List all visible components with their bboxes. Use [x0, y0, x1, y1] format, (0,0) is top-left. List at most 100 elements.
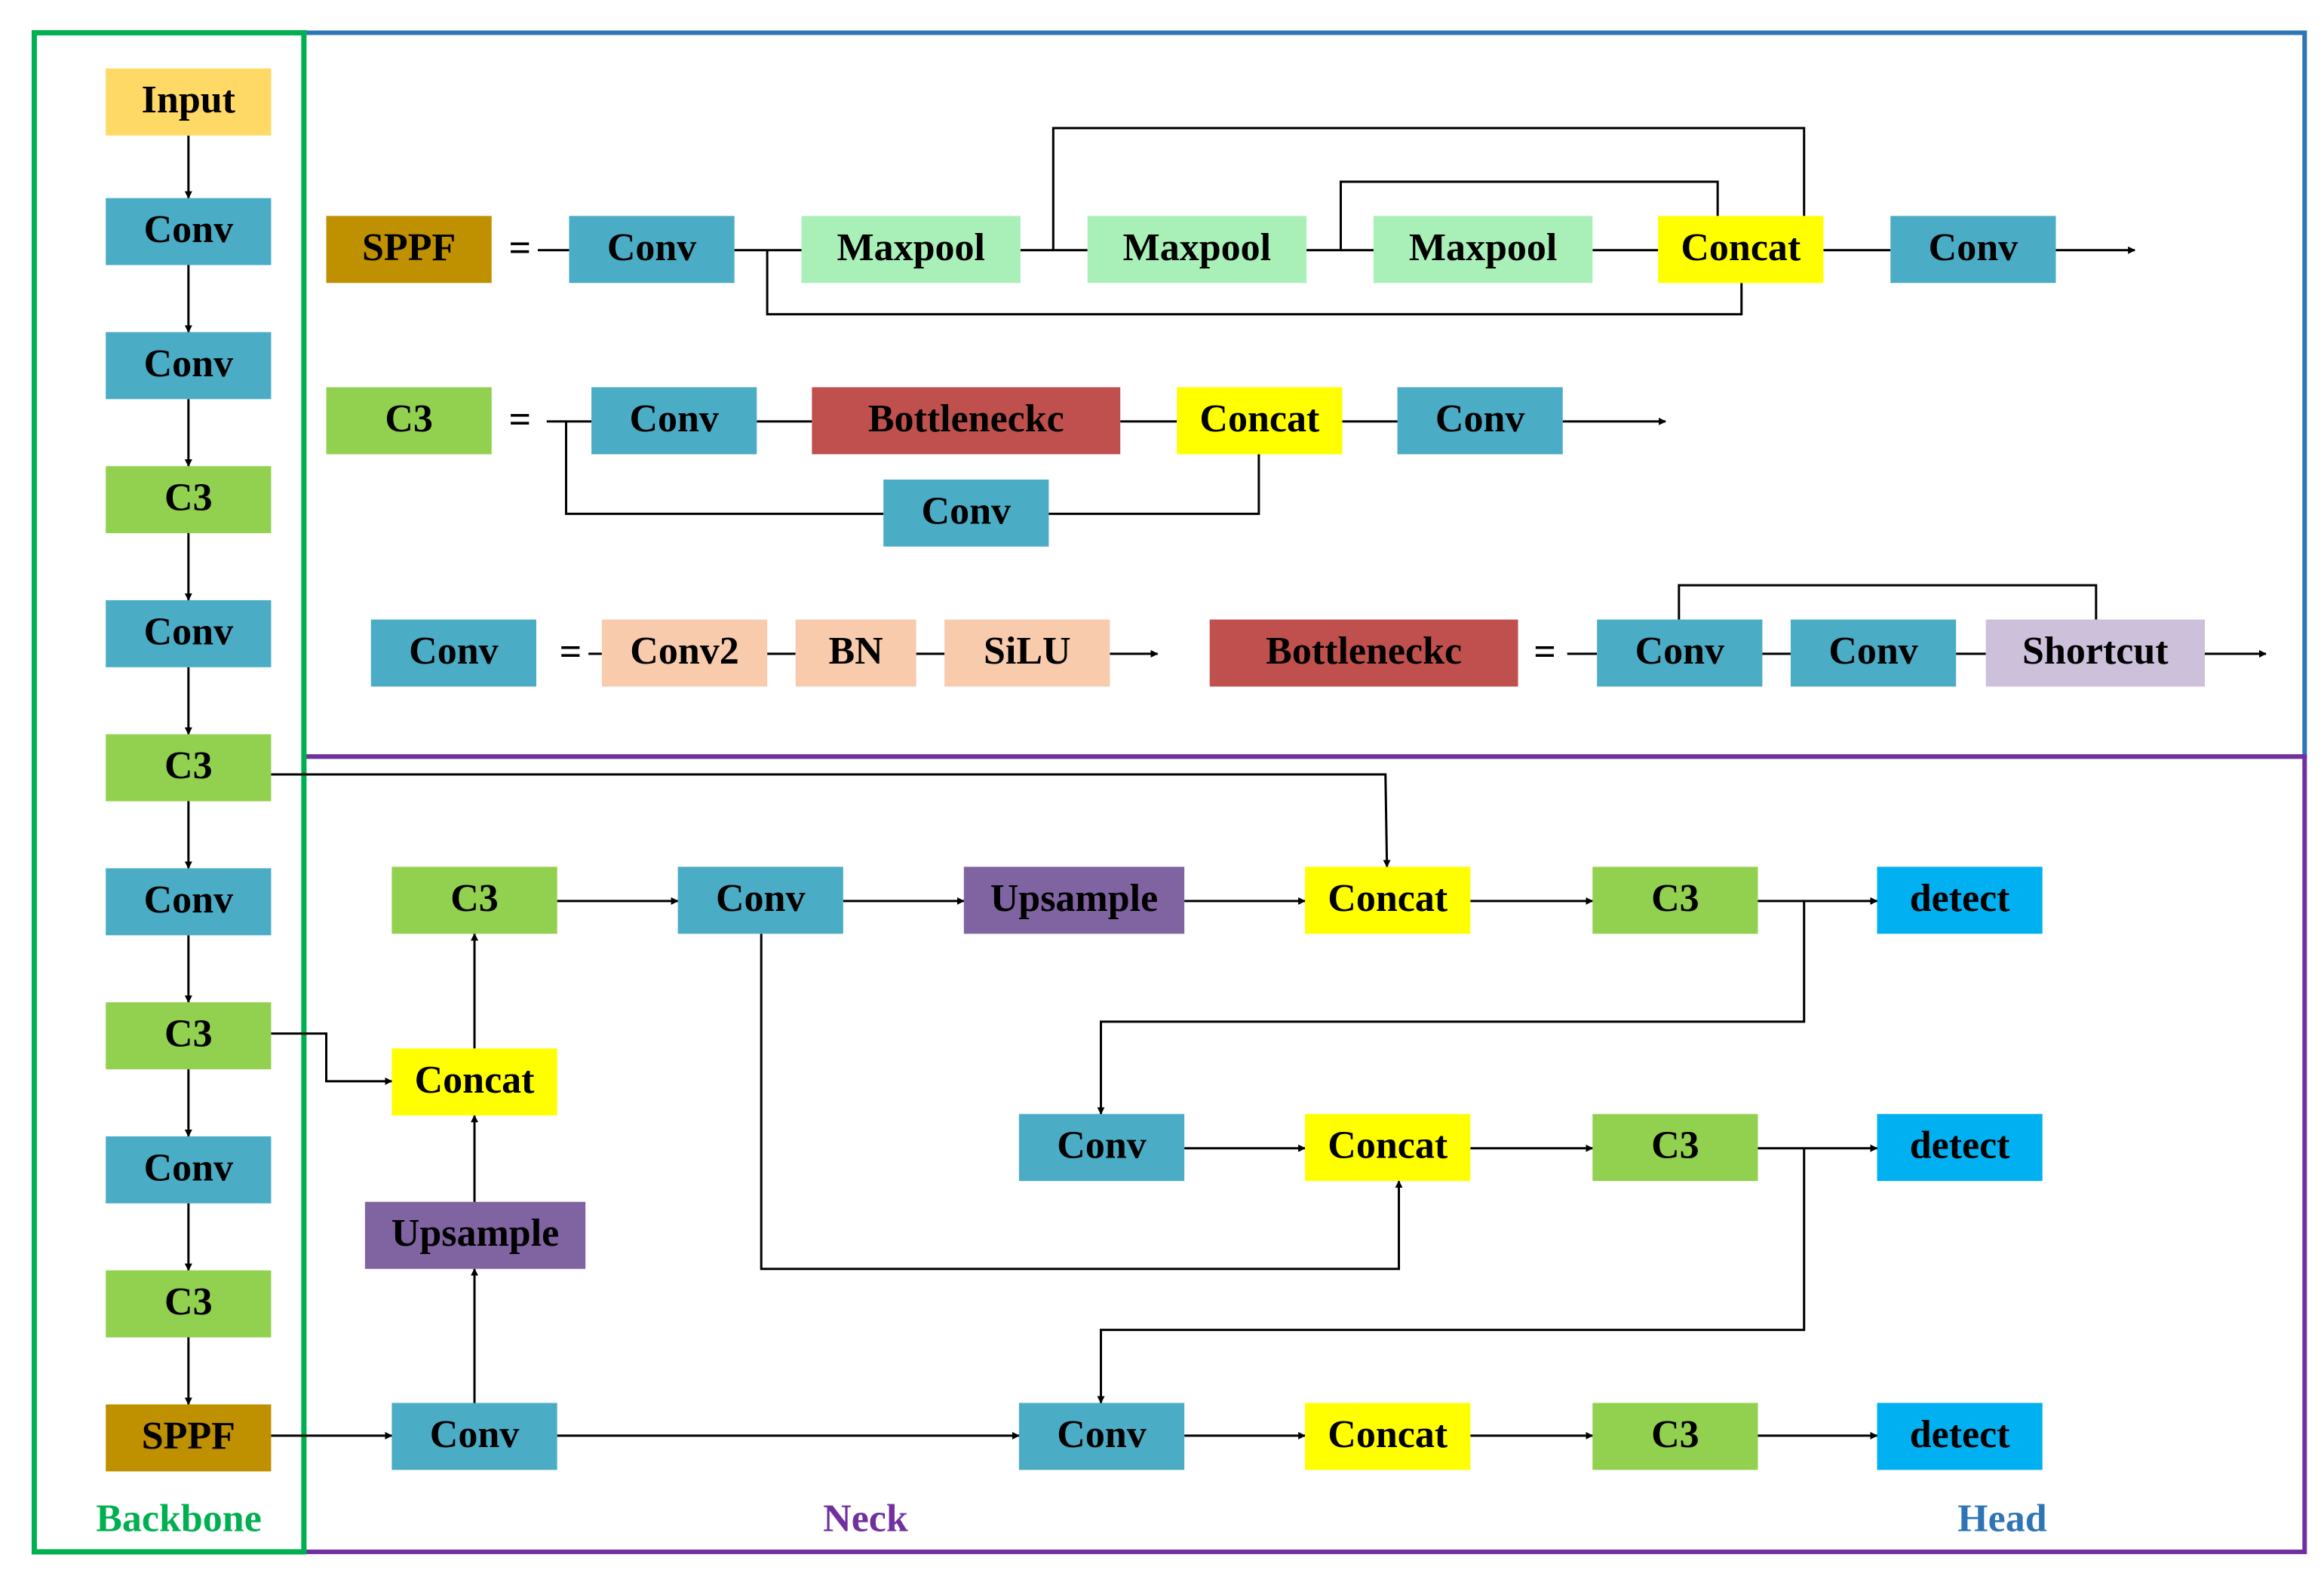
- c3-block-label: C3: [164, 1280, 213, 1323]
- conv2d-block-shape: [601, 619, 768, 687]
- c3-definition-name-shape: [326, 387, 492, 455]
- flow-line: [1340, 180, 1719, 250]
- conv-block-shape: [1790, 619, 1957, 687]
- conv-block: Conv: [569, 216, 735, 284]
- flow-line: [1048, 454, 1260, 515]
- connector-lines: [184, 127, 2267, 1440]
- conv-block-shape: [391, 1403, 557, 1470]
- c3-block-shape: [1592, 866, 1758, 934]
- input-block-label: Input: [142, 78, 236, 121]
- c3-block-shape: [1592, 1403, 1758, 1470]
- conv-block: Conv: [106, 332, 272, 400]
- c3-definition-name-label: C3: [385, 397, 433, 440]
- conv-block-shape: [106, 198, 272, 265]
- sppf-block-label: SPPF: [142, 1415, 235, 1458]
- c3-block: C3: [106, 1270, 272, 1338]
- flow-arrow: [271, 1032, 393, 1085]
- silu-block-shape: [944, 619, 1110, 687]
- concat-block-shape: [1305, 866, 1471, 934]
- conv-block-shape: [883, 479, 1049, 547]
- conv-block-shape: [106, 868, 272, 936]
- c3-block: C3: [106, 466, 272, 534]
- bottleneck-block-shape: [812, 387, 1121, 455]
- batchnorm-block-shape: [795, 619, 916, 687]
- sppf-block-shape: [106, 1404, 272, 1472]
- concat-block-shape: [1305, 1403, 1471, 1470]
- conv-block-label: Conv: [144, 878, 233, 921]
- conv-block-label: Conv: [629, 397, 718, 440]
- conv-block-shape: [106, 1136, 272, 1204]
- flow-arrow: [1097, 900, 1806, 1115]
- flow-line: [565, 421, 884, 515]
- conv-block-label: Conv: [607, 226, 696, 269]
- conv-block-label: Conv: [144, 610, 233, 653]
- panel-frames: [31, 29, 2307, 1555]
- equals-sign: =: [508, 398, 531, 441]
- concat-block-label: Concat: [1328, 1413, 1448, 1456]
- input-block: Input: [106, 68, 272, 136]
- silu-block: SiLU: [944, 619, 1110, 687]
- concat-block: Concat: [1177, 387, 1343, 455]
- detect-block: detect: [1877, 866, 2043, 934]
- detect-block-label: detect: [1910, 877, 2010, 920]
- bottleneck-definition-name-label: Bottleneckc: [1266, 630, 1462, 673]
- concat-block-shape: [1177, 387, 1343, 455]
- maxpool-block-label: Maxpool: [837, 226, 984, 269]
- silu-block-label: SiLU: [984, 630, 1071, 673]
- bottleneck-definition-name: Bottleneckc: [1209, 619, 1518, 687]
- c3-block-label: C3: [450, 877, 499, 920]
- conv-block: Conv: [106, 868, 272, 936]
- conv-block-shape: [1018, 1114, 1185, 1182]
- concat-block: Concat: [1658, 216, 1824, 284]
- conv-block-shape: [106, 599, 272, 667]
- conv2d-block-label: Conv2: [630, 630, 738, 673]
- concat-block-shape: [1658, 216, 1824, 284]
- upsample-block-label: Upsample: [990, 877, 1158, 920]
- shortcut-block: Shortcut: [1985, 619, 2205, 687]
- c3-block: C3: [106, 1002, 272, 1070]
- batchnorm-block: BN: [795, 619, 916, 687]
- c3-block-label: C3: [164, 477, 213, 520]
- concat-block: Concat: [1305, 1403, 1471, 1470]
- concat-block-label: Concat: [1328, 877, 1448, 920]
- c3-block-shape: [106, 466, 272, 534]
- c3-block-shape: [1592, 1114, 1758, 1182]
- c3-block: C3: [391, 866, 557, 934]
- conv-block-shape: [677, 866, 843, 934]
- backbone-frame: [31, 29, 307, 1555]
- flow-arrow: [1097, 1148, 1806, 1404]
- c3-block: C3: [1592, 1403, 1758, 1470]
- upsample-block: Upsample: [963, 866, 1185, 934]
- conv2d-block: Conv2: [601, 619, 768, 687]
- neck-label: Neck: [823, 1497, 908, 1540]
- conv-definition-name: Conv: [370, 619, 536, 687]
- conv-definition-name-label: Conv: [409, 630, 498, 673]
- concat-block-label: Concat: [1681, 226, 1801, 269]
- flow-arrow: [271, 773, 1391, 868]
- conv-block-label: Conv: [144, 208, 233, 251]
- conv-block-label: Conv: [716, 877, 805, 920]
- maxpool-block: Maxpool: [801, 216, 1021, 284]
- conv-block: Conv: [1597, 619, 1763, 687]
- maxpool-block-label: Maxpool: [1409, 226, 1557, 269]
- bottleneck-block: Bottleneckc: [812, 387, 1121, 455]
- c3-block-shape: [106, 734, 272, 802]
- c3-block-label: C3: [164, 744, 213, 787]
- concat-block: Concat: [391, 1048, 557, 1116]
- c3-block: C3: [106, 734, 272, 802]
- conv-block-label: Conv: [1435, 397, 1524, 440]
- concat-block-label: Concat: [1199, 397, 1320, 440]
- maxpool-block-shape: [1373, 216, 1593, 284]
- conv-block-shape: [1397, 387, 1563, 455]
- shortcut-block-shape: [1985, 619, 2205, 687]
- flow-line: [766, 250, 1743, 316]
- conv-block-shape: [1018, 1403, 1185, 1470]
- detect-block: detect: [1877, 1403, 2043, 1470]
- upsample-block-shape: [364, 1201, 586, 1269]
- sppf-definition-name-label: SPPF: [362, 226, 456, 269]
- equals-sign: =: [508, 227, 531, 270]
- c3-block: C3: [1592, 1114, 1758, 1182]
- concat-block: Concat: [1305, 1114, 1471, 1182]
- upsample-block: Upsample: [364, 1201, 586, 1269]
- sppf-definition-name: SPPF: [326, 216, 492, 284]
